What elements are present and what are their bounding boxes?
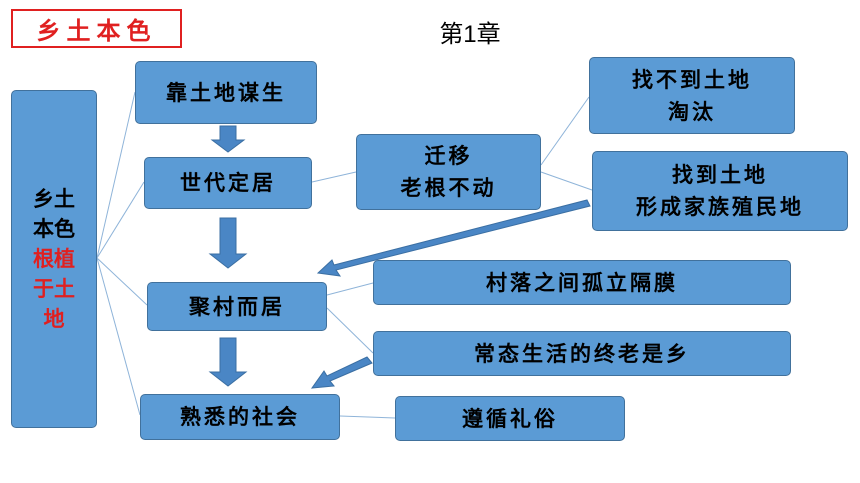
connector-side-shidai — [96, 181, 145, 259]
node-jucun-label: 聚村而居 — [189, 293, 285, 319]
node-kaotudi-label: 靠土地谋生 — [166, 79, 286, 105]
connector-qianyi-zhaodao — [540, 171, 593, 191]
node-cunluo-label: 村落之间孤立隔膜 — [486, 269, 678, 295]
node-zunxun-label: 遵循礼俗 — [462, 405, 558, 431]
node-shidai: 世代定居 — [144, 157, 312, 209]
arrow-down-3 — [208, 337, 248, 387]
connector-qianyi-zhaobudao — [540, 96, 590, 166]
arrow-down-1 — [210, 125, 246, 153]
connector-jucun-changtai — [326, 307, 374, 354]
node-shuxi-label: 熟悉的社会 — [180, 404, 300, 429]
node-zhaodao: 找到土地 形成家族殖民地 — [592, 151, 848, 231]
connector-shuxi-zunxun — [339, 415, 396, 419]
root-label-2: 本色 — [33, 216, 75, 241]
arrow-diag-changtai-shuxi — [310, 356, 373, 389]
node-qianyi-label-1: 迁移 — [424, 143, 473, 168]
section-tag: 乡土本色 — [11, 9, 182, 48]
flow-arrows — [208, 125, 591, 389]
node-shidai-label: 世代定居 — [180, 170, 276, 195]
arrow-down-2 — [208, 217, 248, 269]
node-zhaobudao-label-1: 找不到土地 — [632, 66, 752, 92]
root-label-5: 地 — [43, 306, 65, 331]
node-qianyi-label-2: 老根不动 — [400, 175, 497, 200]
node-jucun: 聚村而居 — [147, 282, 327, 331]
root-node: 乡土 本色 根植 于土 地 — [11, 90, 97, 428]
node-zhaodao-label-2: 形成家族殖民地 — [636, 194, 804, 219]
connector-side-jucun — [96, 257, 148, 306]
connector-side-kaotudi — [96, 91, 136, 259]
node-zhaobudao: 找不到土地 淘汰 — [589, 57, 795, 134]
node-qianyi: 迁移 老根不动 — [356, 134, 541, 210]
node-changtai-label: 常态生活的终老是乡 — [474, 340, 690, 366]
connector-jucun-cunluo — [326, 282, 374, 296]
node-zhaodao-label-1: 找到土地 — [672, 162, 768, 187]
arrow-diag-zhaodao-jucun — [316, 199, 591, 277]
node-zhaobudao-label-2: 淘汰 — [668, 98, 716, 124]
root-label-1: 乡土 — [33, 186, 75, 211]
node-shuxi: 熟悉的社会 — [140, 394, 340, 440]
root-label-3: 根植 — [33, 246, 75, 271]
root-label-4: 于土 — [33, 276, 75, 301]
node-zunxun: 遵循礼俗 — [395, 396, 625, 441]
node-changtai: 常态生活的终老是乡 — [373, 331, 791, 376]
chapter-title: 第1章 — [439, 21, 501, 48]
connector-side-shuxi — [96, 257, 141, 416]
node-kaotudi: 靠土地谋生 — [135, 61, 317, 124]
connector-shidai-qianyi — [311, 171, 357, 183]
node-cunluo: 村落之间孤立隔膜 — [373, 260, 791, 305]
